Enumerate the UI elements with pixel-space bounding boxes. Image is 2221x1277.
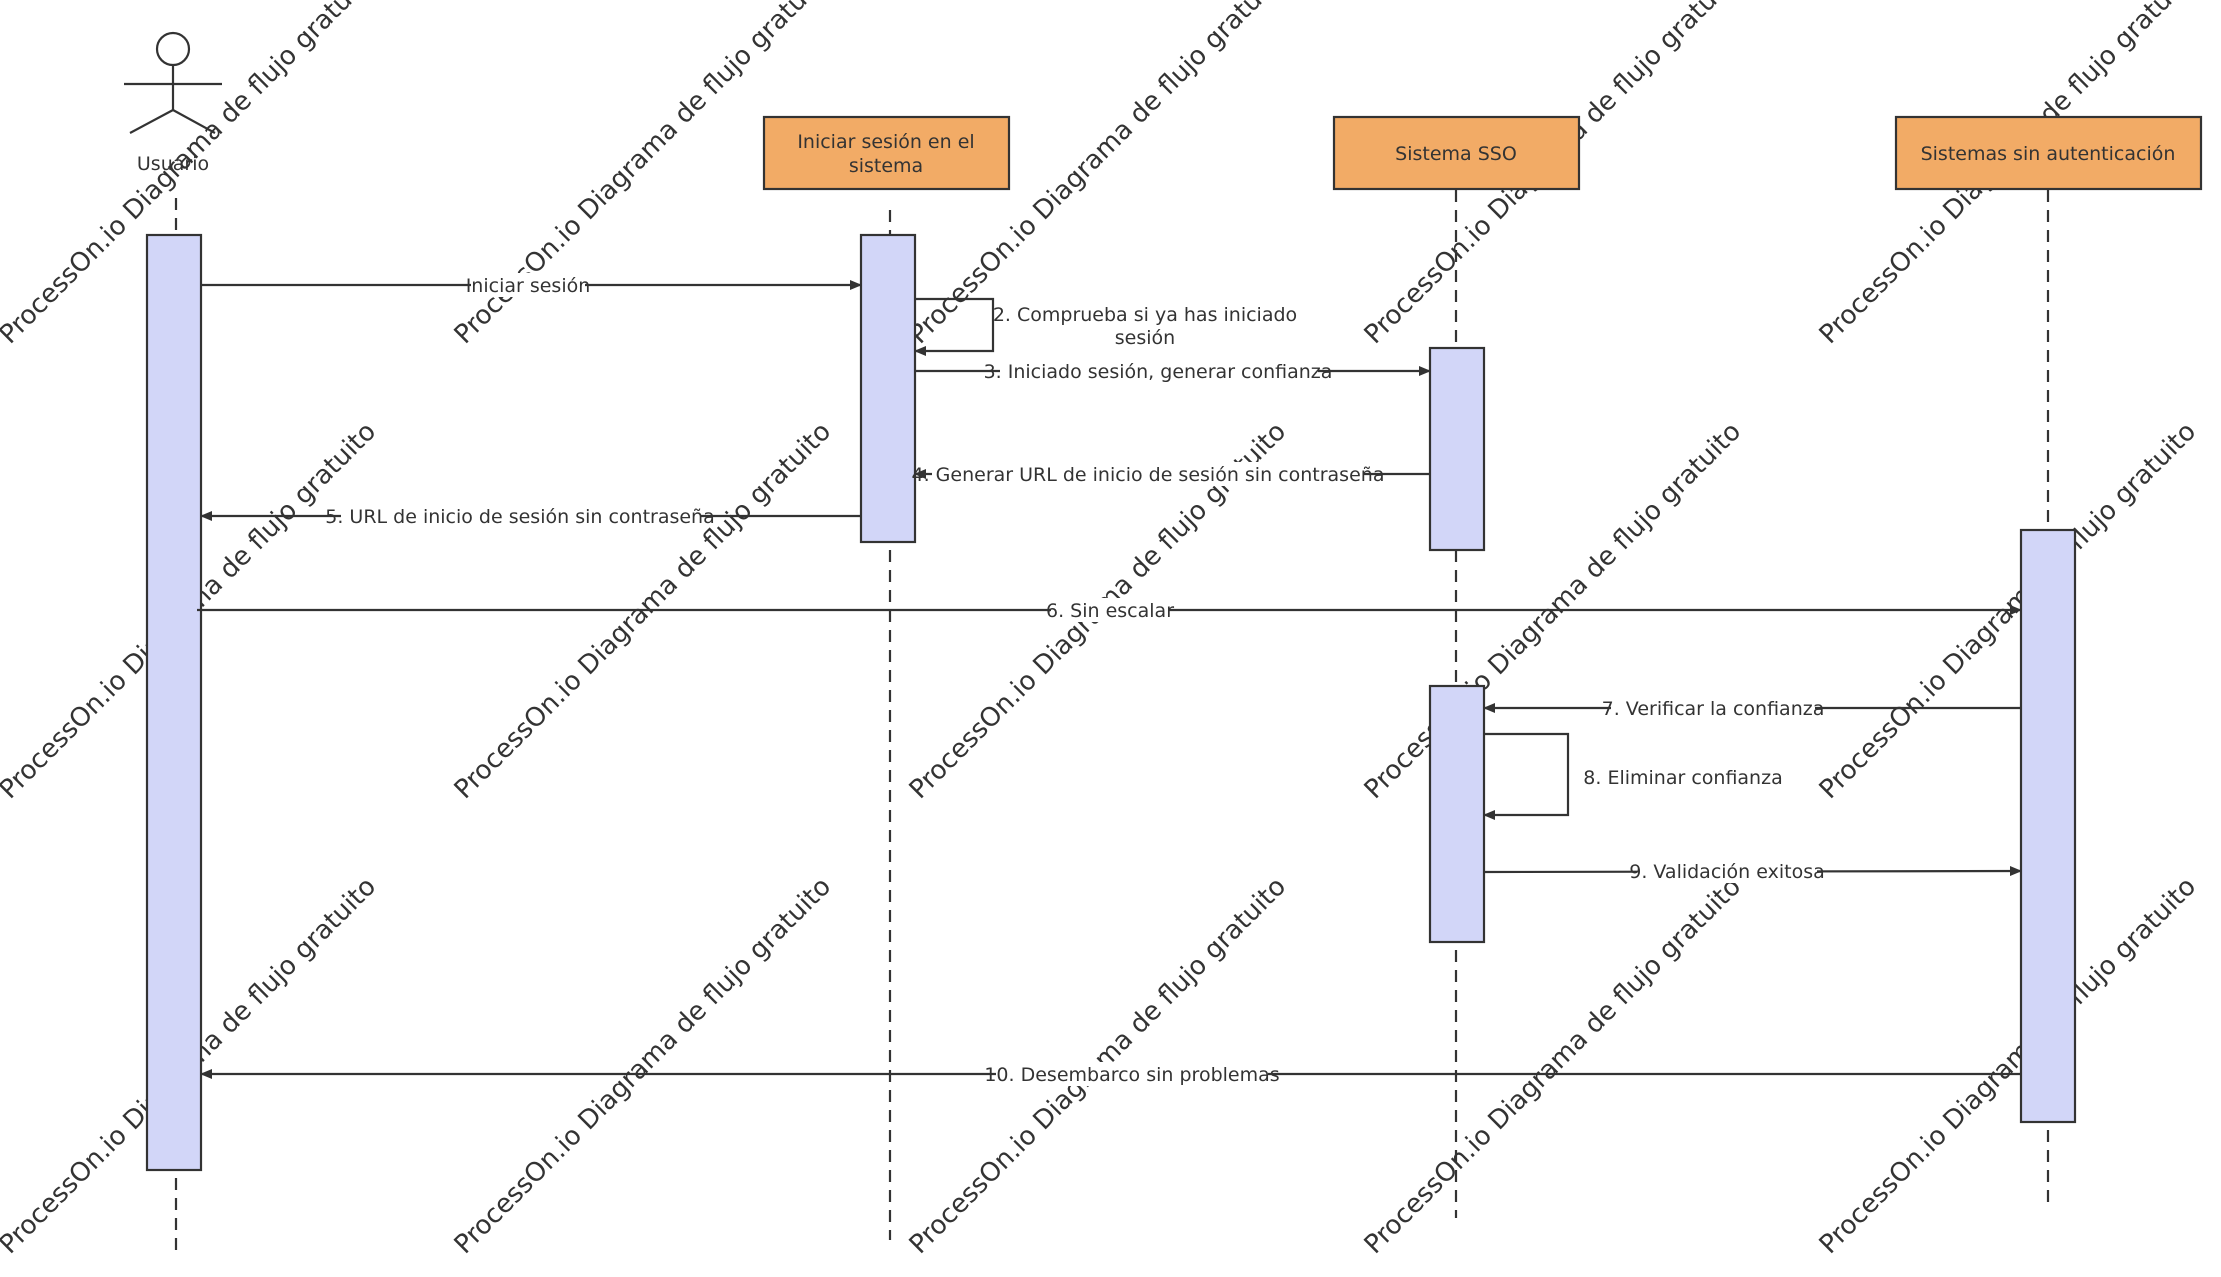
participant-box-login: Iniciar sesión en el sistema — [762, 115, 1011, 191]
participant-actor-user: Usuario — [124, 31, 222, 175]
activation-bars — [145, 233, 2077, 1172]
activation-sso-2 — [1428, 684, 1486, 944]
message-arrow — [1483, 732, 1570, 820]
label-mask — [932, 462, 1364, 486]
activation-user — [145, 233, 203, 1172]
watermark-text: ProcessOn.io Diagrama de flujo gratuito — [1359, 872, 1747, 1260]
label-mask — [471, 273, 585, 297]
participant-label-line: Sistema SSO — [1395, 143, 1517, 165]
message-10: 10. Desembarco sin problemas — [200, 1062, 2021, 1086]
label-mask — [996, 1062, 1268, 1086]
message-arrow — [914, 297, 995, 356]
user-actor-icon — [124, 31, 222, 134]
activation-login — [859, 233, 917, 544]
message-3: 3. Iniciado sesión, generar confianza — [915, 359, 1431, 383]
label-mask — [1611, 696, 1815, 720]
message-label-line: sesión — [1115, 327, 1175, 349]
participant-box-sso: Sistema SSO — [1332, 115, 1581, 191]
label-mask — [1637, 859, 1817, 883]
message-label: 6. Sin escalar — [1046, 600, 1174, 622]
participant-label-line: Iniciar sesión en el — [797, 131, 974, 153]
message-label: 3. Iniciado sesión, generar confianza — [984, 361, 1333, 383]
message-label: 9. Validación exitosa — [1629, 861, 1825, 883]
message-5: 5. URL de inicio de sesión sin contraseñ… — [200, 504, 861, 528]
activation-sso-1 — [1428, 346, 1486, 552]
label-mask — [1000, 359, 1318, 383]
participant-label-line: sistema — [849, 155, 923, 177]
participant-label-line: Sistemas sin autenticación — [1921, 143, 2176, 165]
message-label-line: 2. Comprueba si ya has iniciado — [993, 304, 1297, 326]
participant-header-box — [1332, 115, 1581, 191]
message-label: 4. Generar URL de inicio de sesión sin c… — [912, 464, 1385, 486]
watermark-text: ProcessOn.io Diagrama de flujo gratuito — [449, 872, 837, 1260]
participant-header-box — [762, 115, 1011, 191]
participant-label: Usuario — [137, 153, 209, 175]
message-4: 4. Generar URL de inicio de sesión sin c… — [912, 462, 1430, 486]
message-label: 7. Verificar la confianza — [1602, 698, 1825, 720]
activation-noauth — [2019, 528, 2077, 1124]
message-8-self: 8. Eliminar confianza — [1483, 732, 1783, 820]
message-2-self: 2. Comprueba si ya has iniciado sesión — [914, 297, 1297, 356]
participant-box-noauth: Sistemas sin autenticación — [1894, 115, 2203, 191]
label-mask — [341, 504, 701, 528]
message-1: Iniciar sesión — [201, 273, 862, 297]
message-6: 6. Sin escalar — [197, 598, 2022, 622]
message-7: 7. Verificar la confianza — [1483, 696, 2021, 720]
watermark-text: ProcessOn.io Diagrama de flujo gratuito — [1814, 872, 2202, 1260]
messages: Iniciar sesión 2. Comprueba si ya has in… — [197, 273, 2022, 1086]
message-label: 8. Eliminar confianza — [1583, 767, 1782, 789]
label-mask — [1051, 598, 1169, 622]
message-label: Iniciar sesión — [466, 275, 591, 297]
message-9: 9. Validación exitosa — [1483, 859, 2022, 883]
participant-header-box — [1894, 115, 2203, 191]
message-label: 10. Desembarco sin problemas — [984, 1064, 1279, 1086]
message-label: 5. URL de inicio de sesión sin contraseñ… — [325, 506, 715, 528]
